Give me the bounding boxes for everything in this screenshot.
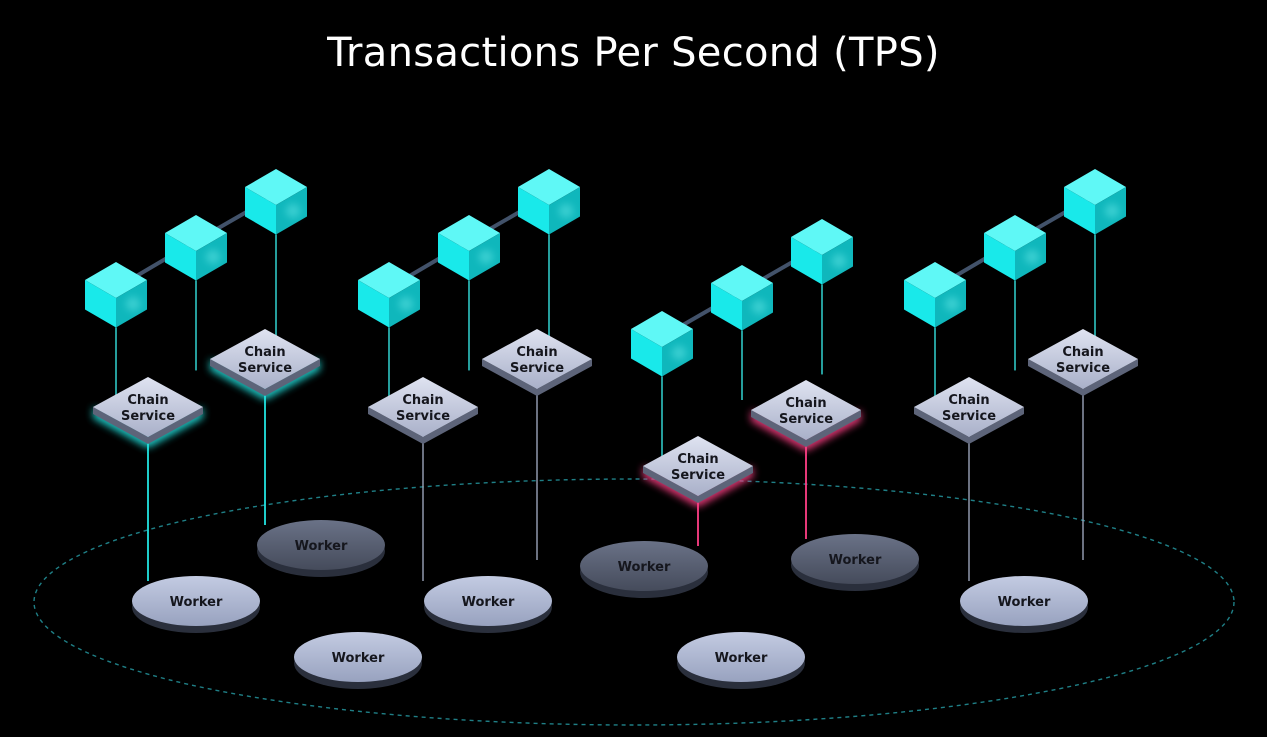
worker-label: Worker [332,651,385,666]
chain-service-label: Service [942,409,996,424]
block-cube [791,219,853,285]
chain-service-label: Service [671,468,725,483]
worker-node: Worker [294,632,422,689]
block-cube [518,169,580,235]
blockchain-group [904,169,1126,328]
worker-node: Worker [257,520,385,577]
block-cube [245,169,307,235]
block-cube [165,215,227,281]
diagram-title: Transactions Per Second (TPS) [327,30,940,76]
blockchain-group [631,219,853,377]
chain-service-label: Service [238,361,292,376]
worker-node: Worker [424,576,552,633]
worker-node: Worker [580,541,708,598]
network-ring [33,478,1235,726]
chain-service-label: Chain [127,393,168,408]
block-cube [984,215,1046,281]
worker-label: Worker [170,595,223,610]
worker-label: Worker [462,595,515,610]
chain-service-label: Service [510,361,564,376]
worker-node: Worker [791,534,919,591]
block-cube [904,262,966,328]
worker-node: Worker [677,632,805,689]
chain-service-label: Chain [677,452,718,467]
block-cube [85,262,147,328]
chain-service-label: Chain [402,393,443,408]
chain-service-label: Service [1056,361,1110,376]
chain-service-label: Chain [244,345,285,360]
chain-service-label: Chain [948,393,989,408]
worker-label: Worker [295,539,348,554]
blockchain-group [358,169,580,328]
block-cube [631,311,693,377]
block-cube [1064,169,1126,235]
worker-label: Worker [829,553,882,568]
block-cube [711,265,773,331]
chain-service-label: Chain [785,396,826,411]
worker-node: Worker [960,576,1088,633]
chain-service-label: Service [121,409,175,424]
block-cube [438,215,500,281]
worker-label: Worker [715,651,768,666]
worker-node: Worker [132,576,260,633]
chain-service-label: Service [396,409,450,424]
worker-label: Worker [998,595,1051,610]
blockchain-group [85,169,307,328]
chain-service-label: Service [779,412,833,427]
block-cube [358,262,420,328]
chain-service-label: Chain [1062,345,1103,360]
worker-label: Worker [618,560,671,575]
chain-service-label: Chain [516,345,557,360]
